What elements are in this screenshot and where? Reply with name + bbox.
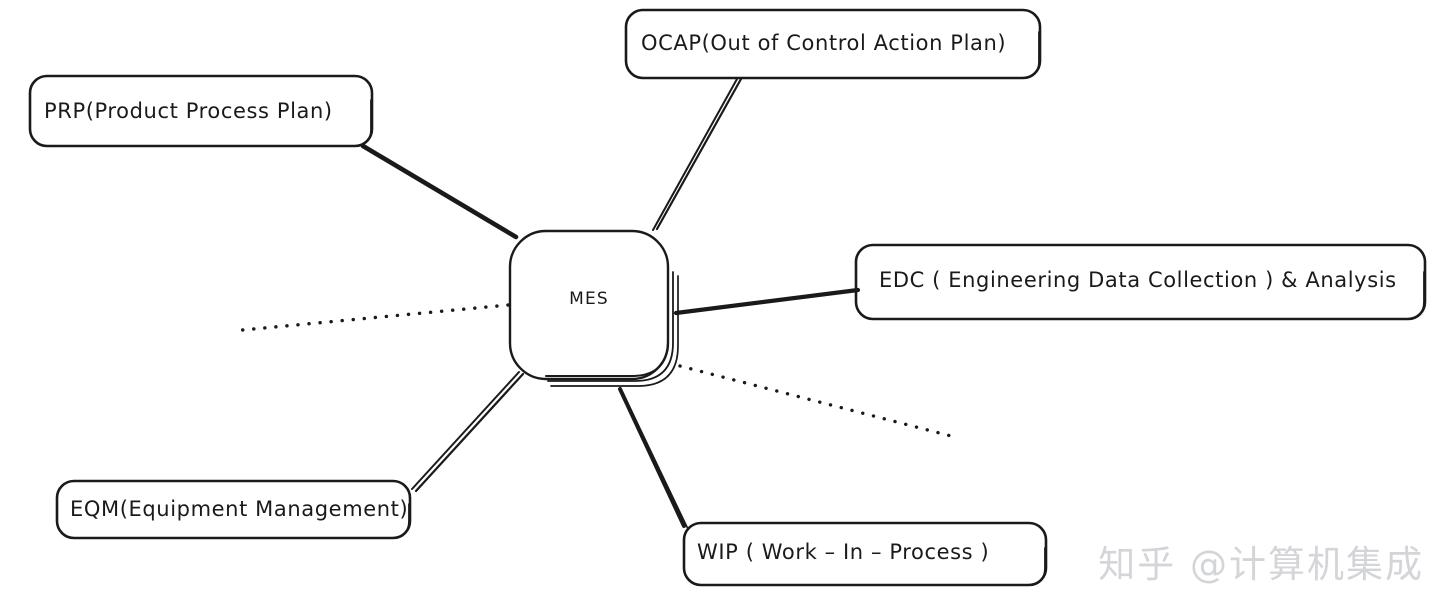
node-edc-label: EDC ( Engineering Data Collection ) & An…: [879, 268, 1397, 292]
node-eqm-label: EQM(Equipment Management): [70, 497, 408, 521]
node-eqm[interactable]: EQM(Equipment Management): [55, 479, 412, 540]
node-ocap[interactable]: OCAP(Out of Control Action Plan): [624, 8, 1042, 80]
dotted-branch-right: [678, 364, 953, 438]
node-prp[interactable]: PRP(Product Process Plan): [28, 74, 374, 148]
node-prp-label: PRP(Product Process Plan): [44, 99, 333, 123]
connectors: [230, 77, 953, 530]
node-wip-label: WIP ( Work – In – Process ): [697, 540, 989, 564]
node-edc[interactable]: EDC ( Engineering Data Collection ) & An…: [854, 243, 1427, 321]
node-mes[interactable]: MES: [508, 229, 679, 387]
watermark: 知乎 @计算机集成: [1098, 543, 1424, 586]
node-ocap-label: OCAP(Out of Control Action Plan): [641, 31, 1006, 55]
connector-ocap: [652, 77, 743, 231]
connector-wip: [618, 387, 689, 530]
node-wip[interactable]: WIP ( Work – In – Process ): [682, 521, 1048, 587]
connector-edc: [673, 287, 861, 316]
node-mes-label: MES: [569, 289, 609, 309]
connector-eqm: [411, 371, 525, 493]
connector-prp: [360, 143, 519, 240]
dotted-branch-left: [230, 303, 510, 333]
